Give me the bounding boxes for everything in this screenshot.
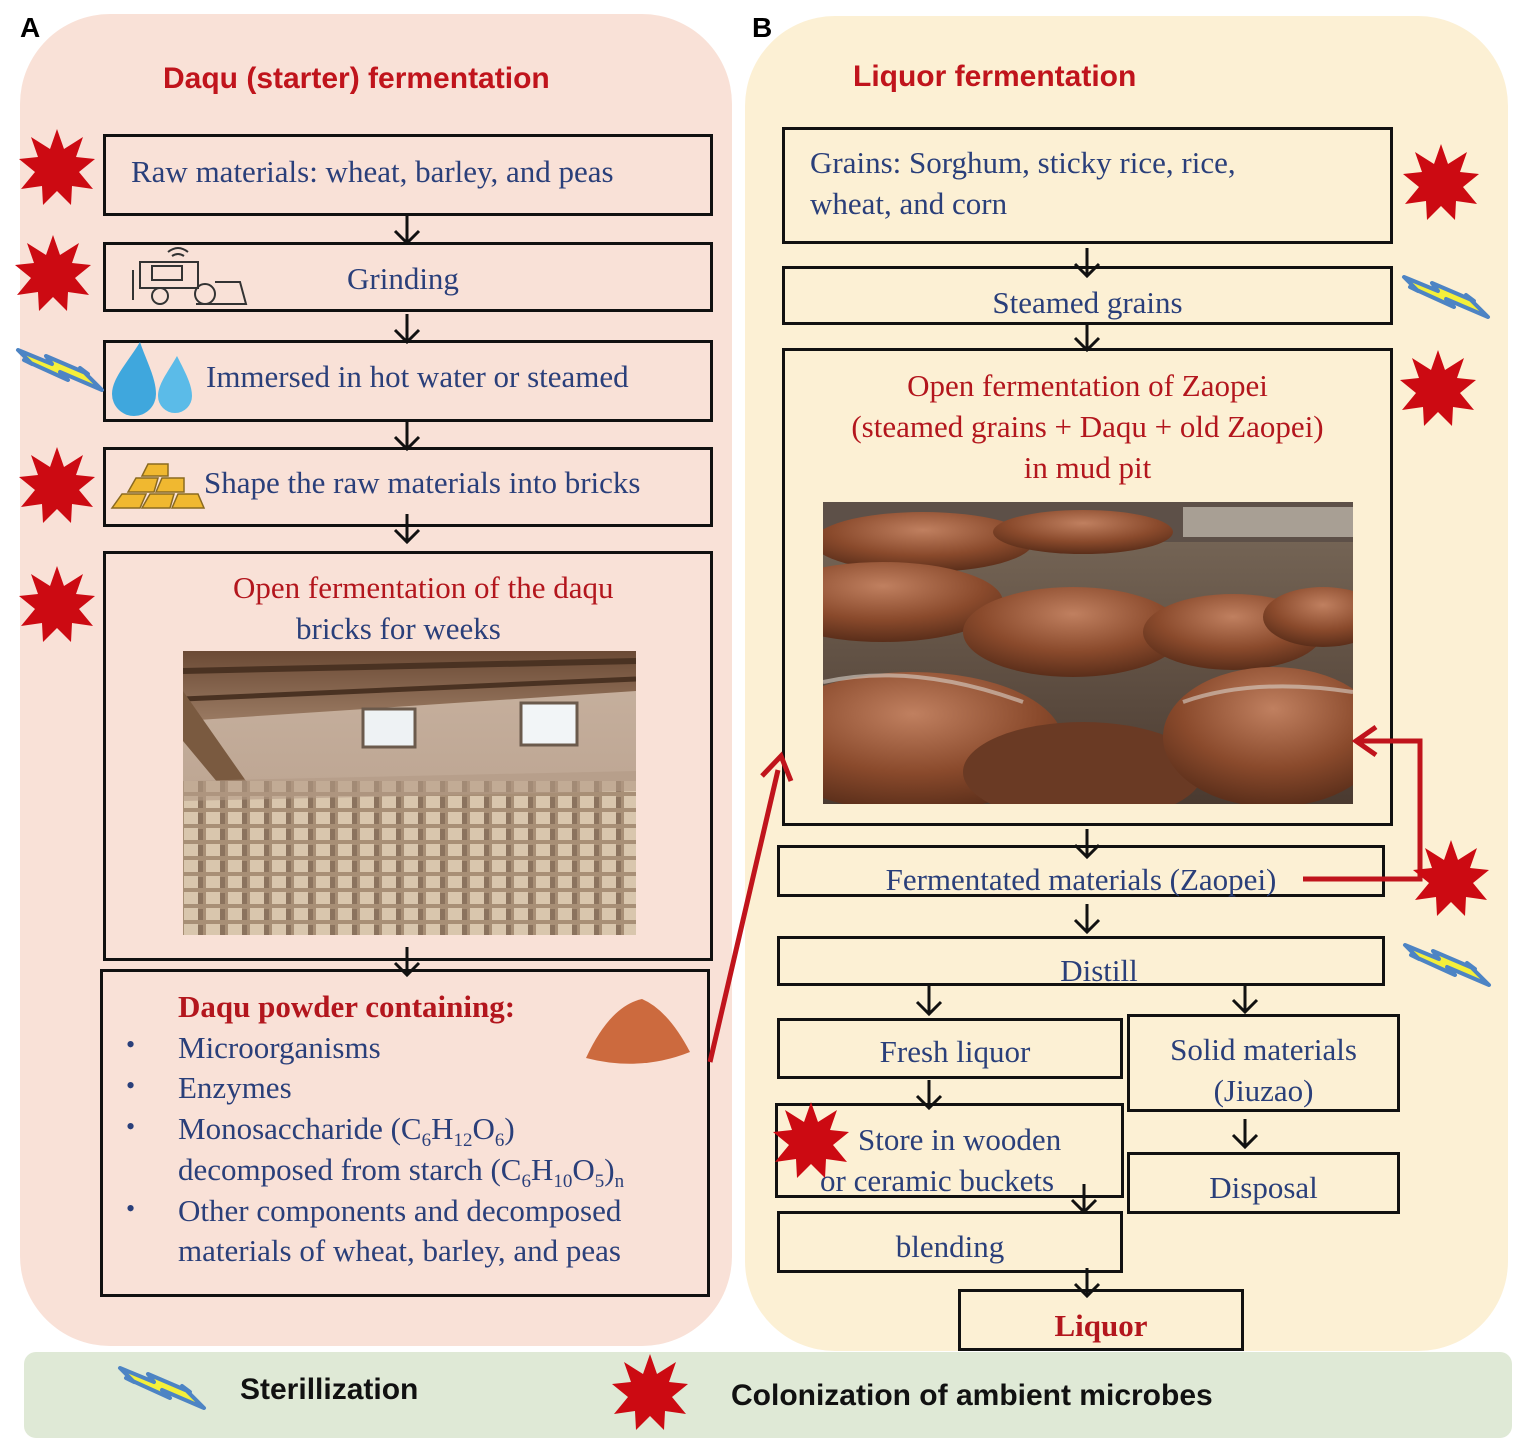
legend-red-starburst-icon bbox=[612, 1354, 688, 1430]
solid-materials-line2: (Jiuzao) bbox=[1213, 1073, 1314, 1108]
step-immersed-text: Immersed in hot water or steamed bbox=[206, 359, 629, 394]
powder-item-enzymes: Enzymes bbox=[178, 1070, 292, 1105]
gold-bricks-icon bbox=[110, 463, 206, 509]
down-arrow bbox=[393, 945, 421, 977]
colonization-star-icon bbox=[19, 129, 95, 205]
bullet-dot: • bbox=[126, 1030, 136, 1059]
colonization-star-icon bbox=[19, 447, 95, 523]
sterilization-bolt-icon bbox=[1402, 275, 1490, 319]
colonization-star-icon bbox=[19, 566, 95, 642]
down-arrow bbox=[915, 984, 943, 1016]
store-line2: or ceramic buckets bbox=[820, 1163, 1055, 1198]
sterilization-bolt-icon bbox=[16, 348, 104, 392]
down-arrow bbox=[1070, 1182, 1098, 1214]
down-arrow bbox=[393, 419, 421, 451]
fermented-materials-text: Fermentated materials (Zaopei) bbox=[885, 862, 1277, 897]
bullet-dot: • bbox=[126, 1071, 136, 1100]
zaopei-recycle-arrow bbox=[1303, 738, 1423, 882]
bullet-dot: • bbox=[126, 1112, 136, 1141]
distill-text: Distill bbox=[1060, 953, 1138, 988]
step-grinding-text: Grinding bbox=[347, 261, 459, 296]
mud-pit-photo bbox=[823, 502, 1353, 804]
down-arrow bbox=[393, 512, 421, 544]
down-arrow bbox=[1073, 320, 1101, 352]
legend-bar bbox=[24, 1352, 1512, 1438]
down-arrow bbox=[1073, 246, 1101, 278]
store-line1: Store in wooden bbox=[858, 1122, 1062, 1157]
down-arrow bbox=[393, 213, 421, 245]
open-fermentation-daqu-line2: bricks for weeks bbox=[296, 611, 501, 646]
down-arrow bbox=[1073, 902, 1101, 934]
step-raw-materials-box bbox=[103, 134, 713, 216]
colonization-star-icon bbox=[1400, 350, 1476, 426]
daqu-powder-box bbox=[100, 969, 710, 1297]
bullet-dot: • bbox=[126, 1194, 136, 1223]
blending-text: blending bbox=[895, 1229, 1005, 1264]
step-solid-materials-box bbox=[1127, 1014, 1400, 1112]
powder-item-microorganisms: Microorganisms bbox=[178, 1030, 381, 1065]
colonization-star-icon bbox=[773, 1102, 849, 1178]
step-distill-box bbox=[777, 936, 1385, 986]
step-disposal-box bbox=[1127, 1152, 1400, 1214]
colonization-star-icon bbox=[15, 235, 91, 311]
zaopei-line3: in mud pit bbox=[1023, 450, 1152, 485]
zaopei-recycle-arrowhead bbox=[1351, 724, 1378, 758]
zaopei-line1: Open fermentation of Zaopei bbox=[907, 368, 1268, 403]
step-shape-bricks-text: Shape the raw materials into bricks bbox=[204, 465, 641, 500]
fresh-liquor-text: Fresh liquor bbox=[879, 1034, 1031, 1069]
harvester-icon bbox=[132, 247, 248, 305]
powder-item-other-line1: Other components and decomposed bbox=[178, 1193, 622, 1228]
daqu-to-zaopei-arrow bbox=[707, 769, 781, 1063]
open-fermentation-daqu-line1: Open fermentation of the daqu bbox=[233, 570, 614, 605]
legend-sterilization-label: Sterillization bbox=[240, 1373, 419, 1406]
down-arrow bbox=[393, 312, 421, 344]
colonization-star-icon bbox=[1413, 840, 1489, 916]
powder-item-starch: decomposed from starch (C6H10O5)n bbox=[178, 1152, 625, 1193]
legend-lightning-bolt-icon bbox=[118, 1366, 206, 1410]
powder-pile-icon bbox=[586, 999, 690, 1064]
water-drops-icon bbox=[112, 342, 192, 416]
step-store-box bbox=[775, 1103, 1124, 1198]
grains-line2: wheat, and corn bbox=[810, 186, 1008, 221]
liquor-text: Liquor bbox=[1054, 1308, 1148, 1343]
sterilization-bolt-icon bbox=[1403, 943, 1491, 987]
legend-colonization-label: Colonization of ambient microbes bbox=[731, 1379, 1213, 1412]
daqu-powder-heading: Daqu powder containing: bbox=[178, 989, 516, 1024]
grains-line1: Grains: Sorghum, sticky rice, rice, bbox=[810, 145, 1236, 180]
powder-item-other-line2: materials of wheat, barley, and peas bbox=[178, 1233, 621, 1268]
step-liquor-box bbox=[958, 1289, 1244, 1351]
disposal-text: Disposal bbox=[1209, 1170, 1318, 1205]
step-grains-box bbox=[782, 127, 1393, 244]
step-raw-materials-text: Raw materials: wheat, barley, and peas bbox=[131, 154, 614, 189]
solid-materials-line1: Solid materials bbox=[1170, 1032, 1357, 1067]
step-fermented-materials-box bbox=[777, 845, 1385, 897]
colonization-star-icon bbox=[1403, 144, 1479, 220]
daqu-to-zaopei-arrowhead bbox=[760, 751, 794, 782]
down-arrow bbox=[1073, 827, 1101, 859]
step-fresh-liquor-box bbox=[777, 1018, 1123, 1079]
down-arrow bbox=[1231, 1117, 1259, 1149]
steamed-grains-text: Steamed grains bbox=[992, 285, 1183, 320]
panel-a-letter: A bbox=[20, 12, 41, 43]
daqu-fermentation-room-photo bbox=[183, 651, 636, 935]
step-blending-box bbox=[777, 1211, 1123, 1273]
down-arrow bbox=[1231, 982, 1259, 1014]
down-arrow bbox=[915, 1078, 943, 1110]
zaopei-line2: (steamed grains + Daqu + old Zaopei) bbox=[851, 409, 1324, 444]
powder-item-monosaccharide: Monosaccharide (C6H12O6) bbox=[178, 1111, 515, 1152]
panel-a-title: Daqu (starter) fermentation bbox=[163, 62, 550, 95]
panel-b-title: Liquor fermentation bbox=[853, 60, 1137, 93]
panel-b-letter: B bbox=[752, 12, 773, 43]
down-arrow bbox=[1073, 1266, 1101, 1298]
